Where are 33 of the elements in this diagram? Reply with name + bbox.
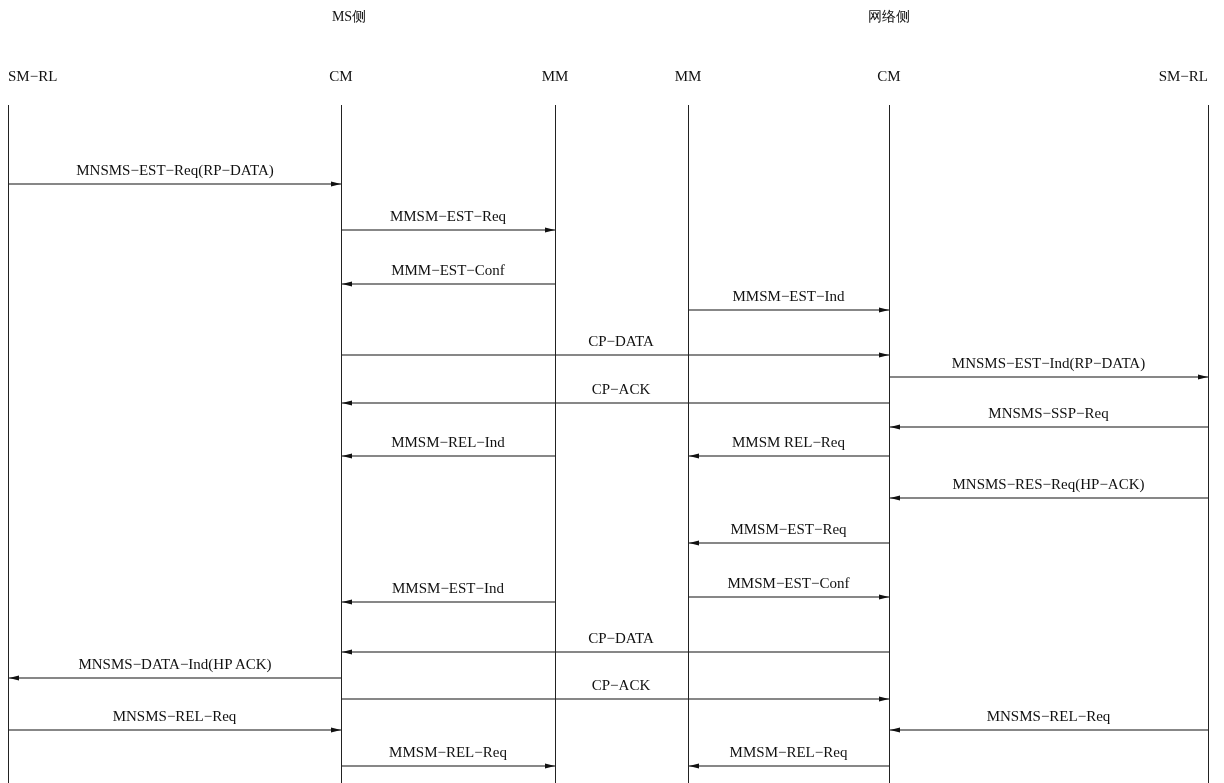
message-arrow xyxy=(341,649,890,655)
message-arrow xyxy=(341,400,890,406)
message-label: MNSMS−DATA−Ind(HP ACK) xyxy=(77,655,273,673)
participant-label: SM−RL xyxy=(1158,67,1208,85)
message-arrow xyxy=(889,727,1209,733)
message-label: MNSMS−EST−Req(RP−DATA) xyxy=(75,161,275,179)
message-arrow xyxy=(688,453,890,459)
message-arrow xyxy=(8,675,342,681)
participant-label: MM xyxy=(541,67,569,85)
participant-label: CM xyxy=(877,67,901,85)
message-arrow xyxy=(688,540,890,546)
message-arrow xyxy=(688,594,890,600)
message-arrow xyxy=(889,424,1209,430)
message-arrow xyxy=(341,227,556,233)
message-arrow xyxy=(8,727,342,733)
participant-label: SM−RL xyxy=(8,67,58,85)
participant-label: MM xyxy=(674,67,702,85)
message-arrow xyxy=(341,696,890,702)
message-arrow xyxy=(341,281,556,287)
message-arrow xyxy=(889,495,1209,501)
message-arrow xyxy=(688,307,890,313)
message-label: MNSMS−EST−Ind(RP−DATA) xyxy=(950,354,1147,372)
message-arrow xyxy=(889,374,1209,380)
side-heading: MS侧 xyxy=(331,8,367,26)
participant-label: CM xyxy=(329,67,353,85)
message-arrow xyxy=(341,599,556,605)
message-arrow xyxy=(341,352,890,358)
message-arrow xyxy=(8,181,342,187)
side-heading: 网络侧 xyxy=(868,8,910,26)
message-arrow xyxy=(341,453,556,459)
message-label: MNSMS−RES−Req(HP−ACK) xyxy=(951,475,1146,493)
message-arrow xyxy=(341,763,556,769)
message-arrow xyxy=(688,763,890,769)
